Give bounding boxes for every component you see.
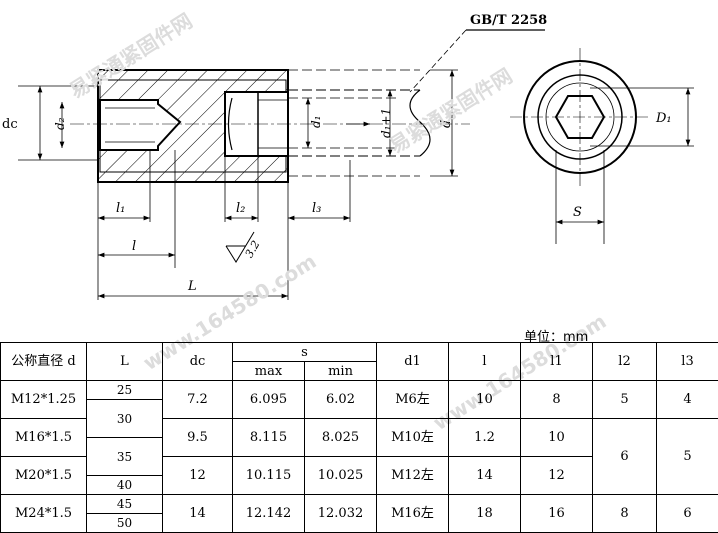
cell-l: 18 xyxy=(448,494,522,533)
header-nominal: 公称直径 d xyxy=(0,342,87,381)
cell-l2: 5 xyxy=(592,380,658,419)
cell-L: 45 xyxy=(86,494,163,514)
diameter-dims xyxy=(18,69,458,177)
dim-L-label: L xyxy=(187,279,197,294)
cell-l3: 6 xyxy=(656,494,718,533)
cell-nominal: M12*1.25 xyxy=(0,380,87,419)
header-dc: dc xyxy=(162,342,233,381)
length-dims xyxy=(97,150,351,300)
dim-l2-label: l₂ xyxy=(236,201,245,216)
cell-l1: 8 xyxy=(520,380,594,419)
cell-L: 50 xyxy=(86,513,163,533)
cell-dc: 14 xyxy=(162,494,233,533)
dim-l3-label: l₃ xyxy=(312,201,321,216)
roughness-value: 3.2 xyxy=(243,238,263,260)
dim-D1-label: D₁ xyxy=(655,111,672,126)
cell-l: 10 xyxy=(448,380,522,419)
cell-s-max: 10.115 xyxy=(232,456,305,495)
cell-L: 40 xyxy=(86,475,163,495)
header-d1: d1 xyxy=(376,342,450,381)
end-view xyxy=(510,48,694,244)
cell-l1: 12 xyxy=(520,456,594,495)
cell-s-min: 10.025 xyxy=(303,456,378,495)
header-l1: l1 xyxy=(520,342,594,381)
header-l3: l3 xyxy=(656,342,718,381)
cell-d1: M10左 xyxy=(376,418,450,457)
header-s-min: min xyxy=(303,361,378,381)
dim-d2-label: d₂ xyxy=(53,117,67,130)
standard-label: GB/T 2258 xyxy=(470,13,547,28)
cell-s-min: 8.025 xyxy=(303,418,378,457)
dim-l1-label: l₁ xyxy=(116,201,125,216)
cell-d1: M12左 xyxy=(376,456,450,495)
header-s-max: max xyxy=(232,361,305,381)
cell-dc: 12 xyxy=(162,456,233,495)
cell-nominal: M16*1.5 xyxy=(0,418,87,457)
cell-s-max: 12.142 xyxy=(232,494,305,533)
cell-dc: 7.2 xyxy=(162,380,233,419)
phantom-rod xyxy=(288,69,431,177)
header-L: L xyxy=(86,342,163,381)
cell-s-max: 6.095 xyxy=(232,380,305,419)
standard-leader xyxy=(409,29,467,93)
cell-l1: 16 xyxy=(520,494,594,533)
plug-section xyxy=(97,69,289,183)
unit-label: 单位：mm xyxy=(524,330,589,345)
cell-l1: 10 xyxy=(520,418,594,457)
cell-d1: M6左 xyxy=(376,380,450,419)
header-l: l xyxy=(448,342,522,381)
header-s: s xyxy=(231,342,378,362)
roughness-symbol xyxy=(225,231,255,263)
dim-d1-label: d₁ xyxy=(309,116,323,129)
dim-l-label: l xyxy=(132,239,136,254)
cell-L: 30 xyxy=(86,399,163,438)
cell-L: 35 xyxy=(86,437,163,476)
cell-l: 1.2 xyxy=(448,418,522,457)
cell-l: 14 xyxy=(448,456,522,495)
cell-l2: 8 xyxy=(592,494,658,533)
cell-nominal: M20*1.5 xyxy=(0,456,87,495)
cell-s-max: 8.115 xyxy=(232,418,305,457)
technical-drawing: GB/T 2258 xyxy=(2,13,694,300)
cell-dc: 9.5 xyxy=(162,418,233,457)
spec-table: 公称直径 d L dc s d1 l l1 l2 l3 max min M12*… xyxy=(0,342,718,533)
dim-dc-label: dc xyxy=(2,117,18,132)
cell-s-min: 6.02 xyxy=(303,380,378,419)
cell-s-min: 12.032 xyxy=(303,494,378,533)
cell-L: 25 xyxy=(86,380,163,400)
dim-d-label: d xyxy=(439,120,454,128)
cell-nominal: M24*1.5 xyxy=(0,494,87,533)
dim-d1-plus-label: d₁+1 xyxy=(379,108,393,138)
cell-l3: 5 xyxy=(656,418,718,495)
dim-S-label: S xyxy=(573,205,582,220)
cell-d1: M16左 xyxy=(376,494,450,533)
cell-l3: 4 xyxy=(656,380,718,419)
header-l2: l2 xyxy=(592,342,658,381)
cell-l2: 6 xyxy=(592,418,658,495)
